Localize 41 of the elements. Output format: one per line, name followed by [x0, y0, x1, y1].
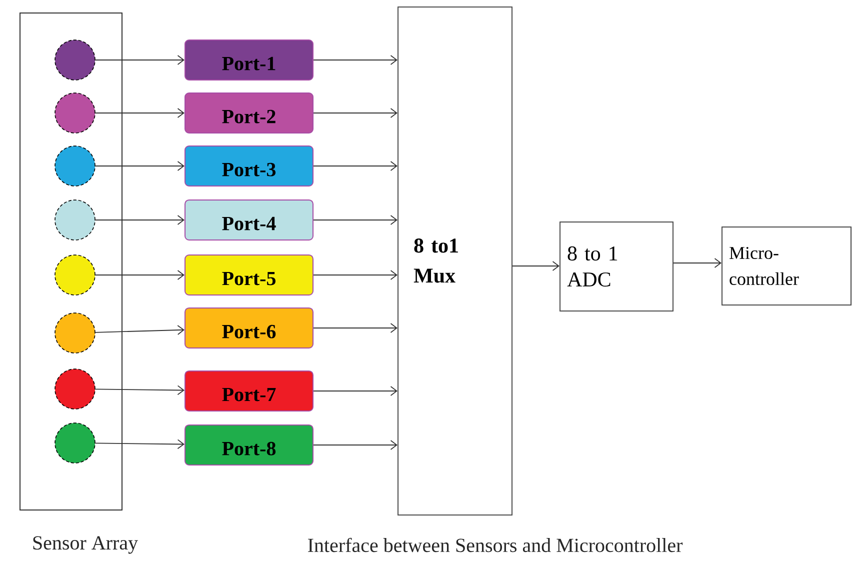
sensor-array-box — [20, 12, 122, 510]
port-box: Port-1 — [184, 40, 314, 80]
arrow — [313, 323, 398, 333]
sensor-circle — [54, 92, 96, 134]
arrow — [512, 261, 560, 271]
port-box: Port-4 — [184, 200, 314, 240]
arrow — [94, 108, 184, 118]
block-label: 8 to1 Mux — [414, 238, 458, 283]
block-box: 8 to 1 ADC — [560, 222, 674, 312]
port-box: Port-8 — [184, 424, 314, 466]
arrow — [94, 385, 184, 396]
port-box: Port-6 — [184, 308, 314, 348]
port-box: Port-2 — [184, 92, 314, 134]
sensor-circle — [54, 40, 96, 80]
arrow — [313, 215, 398, 225]
arrow — [313, 161, 398, 171]
sensor-circle — [54, 146, 96, 186]
group-heading: Sensor Array — [33, 536, 138, 554]
arrow — [313, 440, 398, 450]
arrow — [313, 386, 398, 396]
arrow — [673, 258, 722, 268]
arrow — [94, 161, 184, 171]
caption: Interface between Sensors and Microcontroller — [308, 538, 683, 552]
arrow — [94, 270, 184, 280]
multiplexer-box — [398, 6, 512, 516]
sensor-circle — [54, 200, 96, 240]
arrow — [313, 108, 398, 118]
arrow — [94, 325, 184, 335]
sensor-circle — [54, 368, 96, 410]
sensor-circle — [54, 312, 96, 354]
port-box: Port-5 — [184, 254, 314, 296]
sensor-circle — [54, 422, 96, 464]
arrow — [313, 55, 398, 65]
arrow — [94, 439, 184, 450]
port-box: Port-3 — [184, 146, 314, 186]
sensor-circle — [54, 254, 96, 296]
arrow — [313, 270, 398, 280]
arrow — [94, 215, 184, 225]
arrow — [94, 55, 184, 65]
port-box: Port-7 — [184, 370, 314, 412]
block-box: Micro- controller — [722, 226, 852, 306]
